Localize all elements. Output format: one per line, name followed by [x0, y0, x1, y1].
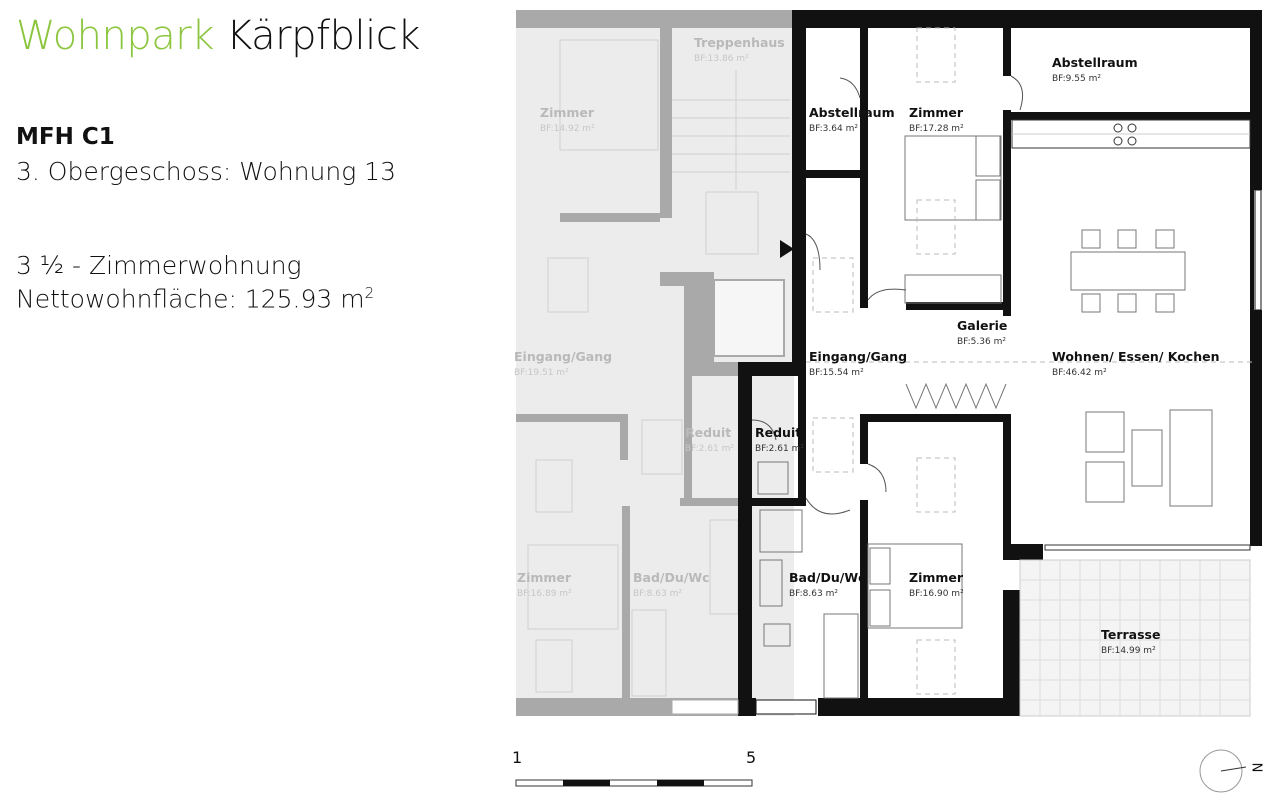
- room-area: BF:14.99 m²: [1101, 646, 1156, 656]
- room-count: 3 ½ - Zimmerwohnung: [16, 251, 302, 280]
- net-area: Nettowohnfläche: 125.93 m2: [16, 284, 374, 313]
- scale-end: 5: [746, 748, 757, 767]
- dashed-fixtures: [806, 27, 1254, 695]
- neighbour-room-area: BF:16.89 m²: [517, 589, 572, 599]
- neighbour-room-area: BF:19.51 m²: [514, 368, 569, 378]
- neighbour-room-label: Zimmer: [517, 570, 572, 585]
- neighbour-room-label: Treppenhaus: [694, 35, 785, 50]
- doors: [751, 75, 1023, 515]
- kitchen: [1011, 119, 1251, 149]
- room-area: BF:2.61 m²: [755, 444, 804, 454]
- furniture: [757, 135, 1213, 699]
- room-label: Abstellraum: [1052, 55, 1138, 70]
- room-area: BF:3.64 m²: [809, 124, 858, 134]
- room-label: Abstellraum: [809, 105, 895, 120]
- room-label: Galerie: [957, 318, 1008, 333]
- room-label: Zimmer: [909, 105, 964, 120]
- net-area-text: Nettowohnfläche: 125.93 m: [16, 284, 365, 314]
- neighbour-room-area: BF:8.63 m²: [633, 589, 682, 599]
- windows: [671, 189, 1262, 715]
- room-label: Bad/Du/Wc: [789, 570, 866, 585]
- room-label: Eingang/Gang: [809, 349, 908, 364]
- room-label: Wohnen/ Essen/ Kochen: [1052, 349, 1220, 364]
- floor-label: 3. Obergeschoss: Wohnung 13: [16, 157, 396, 186]
- neighbour-room-label: Eingang/Gang: [514, 349, 613, 364]
- neighbour-room-label: Bad/Du/Wc: [633, 570, 710, 585]
- room-label: Terrasse: [1101, 627, 1161, 642]
- unit-walls: [738, 10, 1262, 716]
- room-label: Zimmer: [909, 570, 964, 585]
- gallery-railing: [905, 382, 1007, 410]
- project-name-green: Wohnpark: [16, 13, 214, 59]
- scale-bar: [515, 779, 753, 787]
- room-area: BF:17.28 m²: [909, 124, 964, 134]
- room-area: BF:5.36 m²: [957, 337, 1006, 347]
- project-title: Wohnpark Kärpfblick: [16, 10, 420, 62]
- net-area-sup: 2: [364, 284, 375, 302]
- north-label: N: [1251, 762, 1267, 773]
- room-area: BF:16.90 m²: [909, 589, 964, 599]
- project-name-dark: Kärpfblick: [226, 13, 420, 59]
- room-label: Reduit: [755, 425, 802, 440]
- neighbour-room-area: BF:14.92 m²: [540, 124, 595, 134]
- building-name: MFH C1: [16, 124, 115, 150]
- north-arrow-icon: [1199, 749, 1247, 793]
- neighbour-room-area: BF:2.61 m²: [685, 444, 734, 454]
- neighbour-room-label: Zimmer: [540, 105, 595, 120]
- entrance-arrow: [780, 240, 794, 258]
- neighbour-room-area: BF:13.86 m²: [694, 54, 749, 64]
- room-area: BF:9.55 m²: [1052, 74, 1101, 84]
- terrace: [1019, 559, 1251, 717]
- scale-start: 1: [512, 748, 523, 767]
- neighbour-room-label: Reduit: [685, 425, 732, 440]
- room-area: BF:8.63 m²: [789, 589, 838, 599]
- room-area: BF:15.54 m²: [809, 368, 864, 378]
- room-area: BF:46.42 m²: [1052, 368, 1107, 378]
